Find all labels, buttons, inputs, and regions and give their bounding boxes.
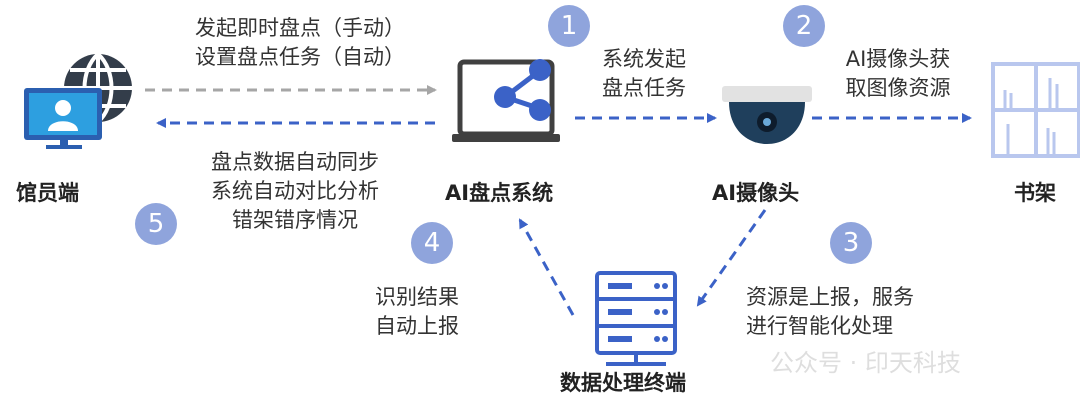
flow-text-step4-line1: 识别结果	[375, 285, 459, 309]
flow-text-step3-line2: 进行智能化处理	[746, 314, 893, 338]
flow-text-step2-line1: AI摄像头获	[845, 47, 951, 71]
flow-text-step5-line2: 系统自动对比分析	[211, 179, 379, 203]
ai-system-laptop-icon	[452, 59, 560, 142]
bookshelf-icon	[991, 62, 1080, 158]
arrow-step4	[518, 218, 575, 316]
flow-text-step3-line1: 资源是上报，服务	[746, 285, 914, 309]
flow-text-step2-line2: 取图像资源	[845, 76, 951, 100]
node-label-processing: 数据处理终端	[560, 371, 686, 395]
step-badge-4: 4	[411, 222, 453, 264]
step-badge-1: 1	[548, 5, 590, 47]
node-label-bookshelf: 书架	[1014, 181, 1056, 205]
flow-text-auto-task: 设置盘点任务（自动）	[195, 45, 405, 69]
librarian-terminal-icon	[24, 52, 132, 149]
server-icon	[595, 271, 677, 366]
node-label-librarian: 馆员端	[16, 181, 79, 205]
step-badge-3: 3	[830, 222, 872, 264]
step-badge-5: 5	[135, 203, 177, 245]
dome-camera-icon	[722, 86, 812, 144]
flow-text-step1-line2: 盘点任务	[602, 76, 686, 100]
watermark: 公众号 · 印天科技	[770, 349, 961, 377]
flow-text-step5-line1: 盘点数据自动同步	[211, 150, 379, 174]
flow-text-step4-line2: 自动上报	[375, 314, 459, 338]
node-label-ai-system: AI盘点系统	[445, 181, 554, 205]
flow-text-step1-line1: 系统发起	[602, 47, 686, 71]
node-label-camera: AI摄像头	[712, 181, 800, 205]
flow-text-step5-line3: 错架错序情况	[232, 208, 358, 232]
flow-text-manual-trigger: 发起即时盘点（手动）	[195, 16, 405, 40]
step-badge-2: 2	[783, 5, 825, 47]
arrow-step3	[696, 209, 767, 307]
